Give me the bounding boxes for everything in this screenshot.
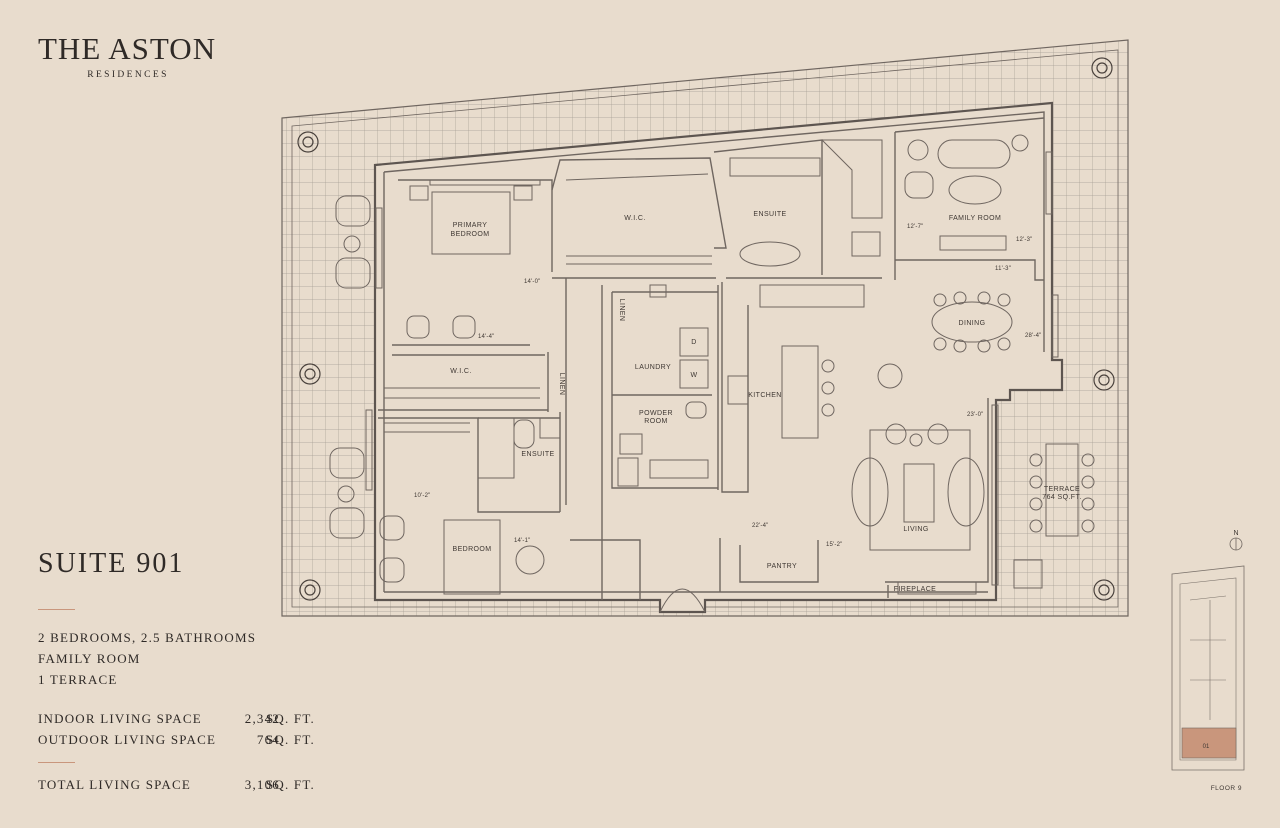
area-unit: SQ. FT. [266,777,315,792]
dimension-label: 28'-4" [1025,333,1041,339]
dimension-label: 15'-2" [826,542,842,548]
brand-name: THE ASTON [38,31,217,66]
appliance-washer: W [690,372,697,379]
feature-item: 1 TERRACE [38,672,118,687]
dimension-label: 23'-0" [967,412,983,418]
dimension-label: 12'-3" [1016,237,1032,243]
room-label-bedroom: BEDROOM [453,546,492,553]
room-label-powder: POWDER [639,410,673,417]
unit-number: 01 [1203,744,1210,750]
room-label-family: FAMILY ROOM [949,215,1001,222]
room-label-living: LIVING [903,526,928,533]
appliance-dryer: D [691,339,696,346]
area-row-outdoor: OUTDOOR LIVING SPACE 764 SQ. FT. [38,732,328,752]
room-label-ensuite: ENSUITE [753,211,786,218]
dimension-label: 14'-1" [514,538,530,544]
planter-icons [297,57,1115,601]
feature-item: 2 BEDROOMS, 2.5 BATHROOMS [38,630,257,645]
room-label-terrace: 764 SQ.FT. [1042,494,1081,501]
brand-logo: THE ASTON RESIDENCES [38,31,218,81]
dimension-label: 22'-4" [752,523,768,529]
brand-subtitle: RESIDENCES [87,70,169,80]
dimension-label: 11'-3" [995,266,1011,272]
room-label-dining: DINING [959,320,986,327]
room-label-wic: W.I.C. [624,215,645,222]
area-row-indoor: INDOOR LIVING SPACE 2,342 SQ. FT. [38,711,328,731]
dimension-label: 14'-4" [478,334,494,340]
area-label: INDOOR LIVING SPACE [38,711,202,726]
room-label-linen: LINEN [618,299,625,322]
room-label-ensuite-bottom: ENSUITE [521,451,554,458]
area-row-total: TOTAL LIVING SPACE 3,106 SQ. FT. [38,777,328,797]
divider-rule [38,762,75,763]
dimension-label: 10'-2" [414,493,430,499]
room-label-wic-left: W.I.C. [450,368,471,375]
windows [365,151,1059,586]
area-unit: SQ. FT. [266,732,315,747]
interior-walls [378,111,1045,600]
suite-title: SUITE 901 [38,548,185,579]
room-label-linen: LINEN [558,373,565,396]
feature-list: 2 BEDROOMS, 2.5 BATHROOMS FAMILY ROOM 1 … [38,627,256,690]
area-label: OUTDOOR LIVING SPACE [38,732,217,747]
unit-highlight [1181,727,1237,759]
divider-rule [38,609,75,610]
room-label-primary: PRIMARY [453,222,488,229]
room-label-fireplace: FIREPLACE [894,586,937,593]
feature-item: FAMILY ROOM [38,651,141,666]
floor-label: FLOOR 9 [1211,785,1242,792]
room-label-terrace: TERRACE [1044,486,1080,493]
area-unit: SQ. FT. [266,711,315,726]
compass-label: N [1233,530,1238,537]
area-value: 3,106 [244,777,280,792]
room-label-laundry: LAUNDRY [635,364,671,371]
room-label-powder: ROOM [644,418,667,425]
area-label: TOTAL LIVING SPACE [38,777,191,792]
dimension-label: 14'-0" [524,279,540,285]
area-value: 764 [256,732,280,747]
area-value: 2,342 [244,711,280,726]
room-label-kitchen: KITCHEN [748,392,782,399]
dimension-label: 12'-7" [907,224,923,230]
room-label-primary: BEDROOM [451,231,490,238]
key-plan: N 01 FLOOR 9 [1171,530,1245,792]
room-label-pantry: PANTRY [767,563,797,570]
furniture [329,134,1095,613]
